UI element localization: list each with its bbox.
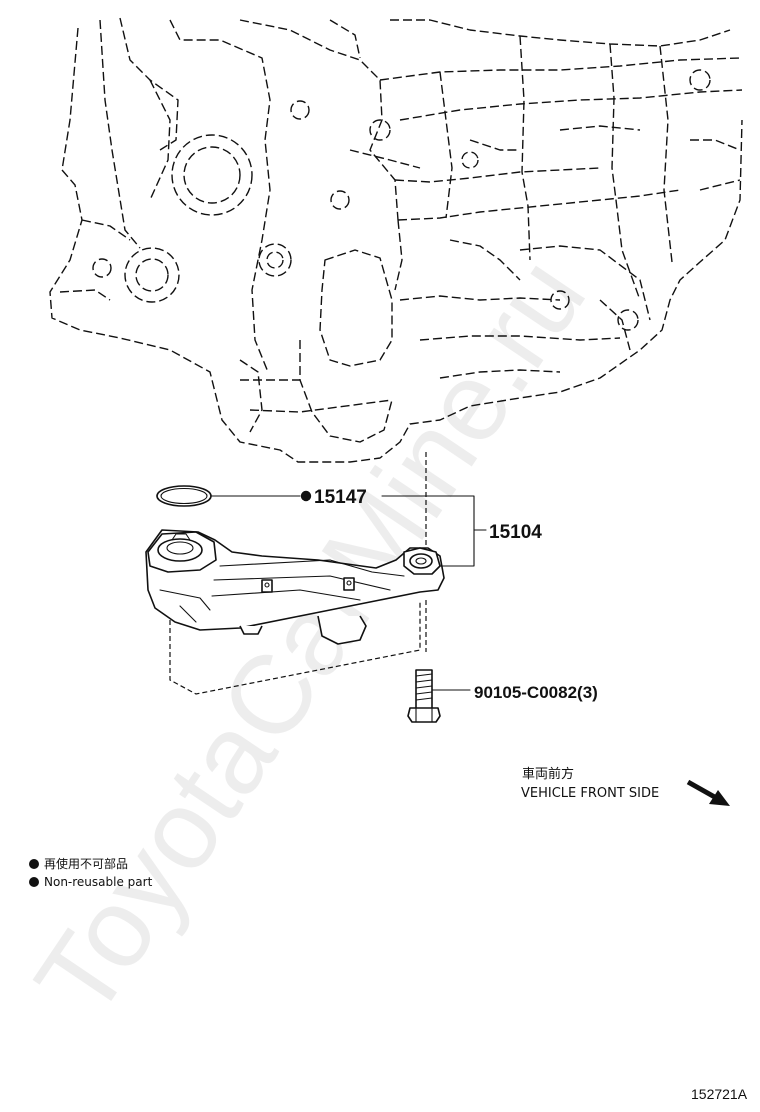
oil-strainer xyxy=(145,529,445,695)
flange-bolt xyxy=(407,669,441,723)
direction-label-en: VEHICLE FRONT SIDE xyxy=(521,786,659,801)
legend-text-jp: 再使用不可部品 xyxy=(44,856,128,871)
watermark-text: ToyotaCarMine.ru xyxy=(11,236,609,1039)
legend-text-en: Non-reusable part xyxy=(44,875,153,889)
leader-lines xyxy=(211,495,487,691)
gasket-o-ring xyxy=(156,485,212,507)
engine-block-outline xyxy=(49,17,743,463)
non-reusable-marker xyxy=(300,490,312,502)
legend-bullet-en xyxy=(29,877,39,887)
legend-bullet-jp xyxy=(29,859,39,869)
part-number-gasket: 15147 xyxy=(314,487,367,508)
part-number-bolt: 90105-C0082(3) xyxy=(474,683,598,702)
figure-id: 152721A xyxy=(691,1086,748,1102)
part-number-strainer: 15104 xyxy=(489,522,542,543)
front-direction-arrow-icon xyxy=(686,779,730,806)
direction-label-jp: 車両前方 xyxy=(522,766,574,782)
